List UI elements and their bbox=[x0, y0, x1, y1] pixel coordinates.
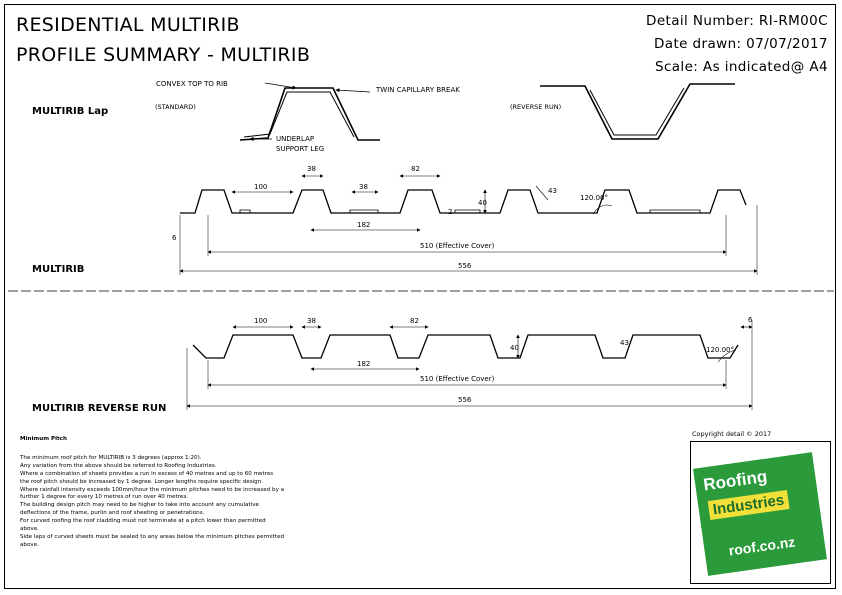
scale: Scale: As indicated@ A4 bbox=[654, 59, 828, 75]
logo-line-2: Industries bbox=[707, 490, 790, 520]
rr-dim-100: 100 bbox=[254, 317, 267, 325]
notes-block: Minimum Pitch The minimum roof pitch for… bbox=[20, 436, 380, 550]
mr-dim-43: 43 bbox=[548, 187, 557, 195]
rr-dim-82: 82 bbox=[410, 317, 419, 325]
note-line: deflections of the frame, purlin and roo… bbox=[20, 510, 205, 517]
detail-number: Detail Number: RI-RM00C bbox=[646, 13, 828, 29]
reverse-profile bbox=[192, 334, 739, 359]
lap-standard-under bbox=[243, 91, 355, 138]
lap-twin-label: TWIN CAPILLARY BREAK bbox=[375, 86, 460, 94]
reverse-section-label: MULTIRIB REVERSE RUN bbox=[32, 403, 167, 414]
note-line: Where a combination of sheets provides a… bbox=[20, 470, 274, 477]
note-line: Side laps of curved sheets must be seale… bbox=[20, 533, 285, 540]
rr-dim-overall: 556 bbox=[458, 396, 472, 404]
lap-underlap-2: SUPPORT LEG bbox=[276, 145, 324, 153]
notes-heading: Minimum Pitch bbox=[20, 436, 67, 442]
rr-dim-effective: 510 (Effective Cover) bbox=[420, 375, 495, 383]
mr-dim-38b: 38 bbox=[359, 183, 368, 191]
note-line: Any variation from the above should be r… bbox=[20, 462, 217, 469]
note-line: Where rainfall intensity exceeds 100mm/h… bbox=[20, 486, 285, 493]
lap-convex-label: CONVEX TOP TO RIB bbox=[156, 80, 228, 88]
lap-reverse-label: (REVERSE RUN) bbox=[510, 103, 561, 111]
mr-dim-182: 182 bbox=[357, 221, 370, 229]
rr-dim-43: 43 bbox=[620, 339, 629, 347]
logo-box bbox=[690, 441, 831, 584]
note-line: The minimum roof pitch for MULTIRIB is 3… bbox=[20, 454, 202, 461]
mr-dim-2: 2 bbox=[448, 208, 452, 216]
logo-line-1: Roofing bbox=[702, 466, 769, 495]
copyright-text: Copyright detail © 2017 bbox=[692, 430, 772, 438]
mr-dim-effective: 510 (Effective Cover) bbox=[420, 242, 495, 250]
drawing-frame bbox=[4, 4, 836, 589]
rr-dim-40: 40 bbox=[510, 344, 519, 352]
note-line: above. bbox=[20, 541, 39, 548]
mr-dim-100: 100 bbox=[254, 183, 267, 191]
mr-dim-38a: 38 bbox=[307, 165, 316, 173]
mr-dim-overall: 556 bbox=[458, 262, 472, 270]
mr-dim-angle: 120.00° bbox=[580, 194, 608, 202]
rr-dim-182: 182 bbox=[357, 360, 370, 368]
mr-dim-82: 82 bbox=[411, 165, 420, 173]
note-line: the roof pitch should be increased by 1 … bbox=[20, 478, 264, 485]
lap-underlap-1: UNDERLAP bbox=[276, 135, 314, 143]
multirib-section-label: MULTIRIB bbox=[32, 264, 85, 275]
lap-section-label: MULTIRIB Lap bbox=[32, 106, 109, 117]
title-line-2: PROFILE SUMMARY - MULTIRIB bbox=[16, 44, 311, 66]
mr-dim-6: 6 bbox=[172, 234, 177, 242]
mr-dim-40: 40 bbox=[478, 199, 487, 207]
lap-reverse-profile bbox=[540, 83, 735, 140]
lap-standard-profile bbox=[239, 87, 380, 141]
note-line: further 1 degree for every 10 metres of … bbox=[20, 494, 189, 501]
rr-dim-angle: 120.00° bbox=[706, 346, 734, 354]
rr-dim-6: 6 bbox=[748, 316, 753, 324]
note-line: For curved roofing the roof cladding mus… bbox=[20, 518, 266, 525]
roofing-industries-logo: Roofing Industries roof.co.nz bbox=[693, 452, 827, 576]
date-drawn: Date drawn: 07/07/2017 bbox=[654, 36, 828, 52]
lap-reverse-under bbox=[589, 87, 685, 136]
multirib-profile bbox=[180, 189, 747, 214]
note-line: The building design pitch may need to be… bbox=[20, 502, 259, 509]
lap-standard-label: (STANDARD) bbox=[155, 103, 196, 111]
rr-dim-38: 38 bbox=[307, 317, 316, 325]
logo-url: roof.co.nz bbox=[727, 533, 797, 559]
title-line-1: RESIDENTIAL MULTIRIB bbox=[16, 14, 240, 36]
note-line: above. bbox=[20, 526, 39, 533]
